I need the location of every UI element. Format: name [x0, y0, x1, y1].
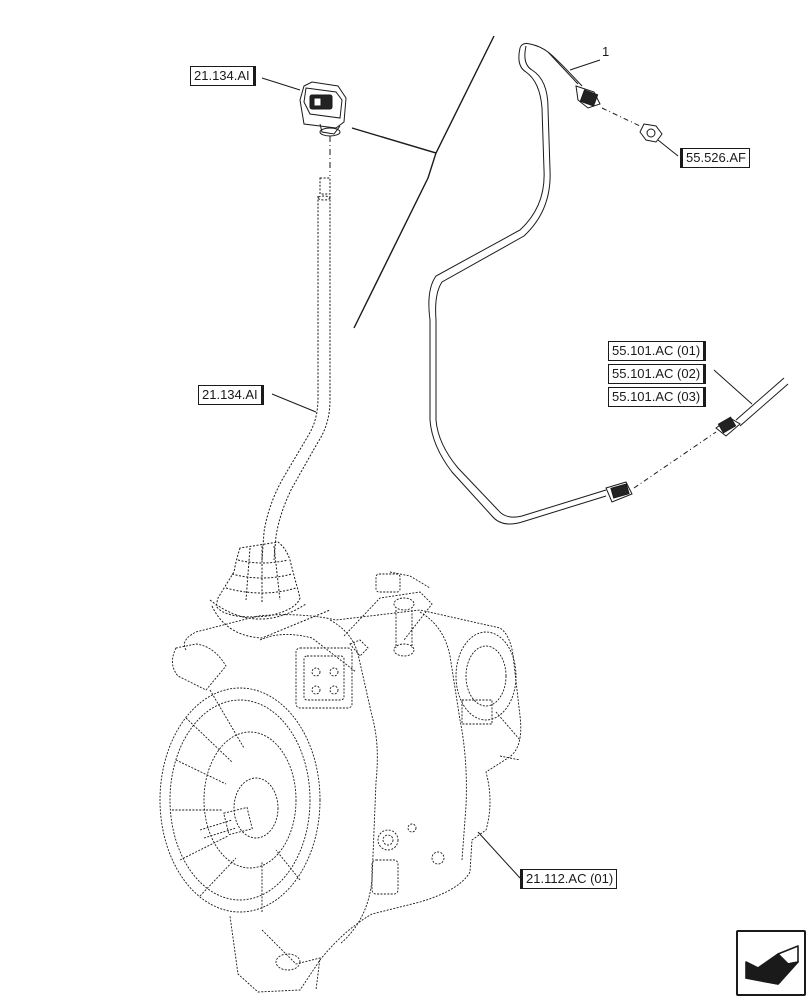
callout-55526af[interactable]: 55.526.AF	[680, 148, 750, 168]
callout-55101ac-02[interactable]: 55.101.AC (02)	[608, 364, 707, 384]
shift-lever	[261, 177, 331, 561]
callout-21134ai-lever[interactable]: 21.134.AI	[198, 385, 264, 405]
transmission-assembly	[159, 571, 522, 993]
item-number-1: 1	[602, 44, 610, 59]
callout-55101ac-03[interactable]: 55.101.AC (03)	[608, 387, 707, 407]
arrow-back-icon	[745, 945, 799, 985]
lever-boot	[209, 541, 331, 639]
leader-lines	[261, 59, 753, 879]
callout-21112ac-01[interactable]: 21.112.AC (01)	[520, 869, 618, 889]
callout-21134ai-top[interactable]: 21.134.AI	[190, 66, 256, 86]
shift-knob-switch	[299, 81, 347, 176]
callout-55101ac-01[interactable]: 55.101.AC (01)	[608, 341, 707, 361]
navigation-button[interactable]	[736, 930, 806, 996]
wiring-harness	[428, 43, 789, 525]
callout-group-55101ac: 55.101.AC (01) 55.101.AC (02) 55.101.AC …	[608, 341, 707, 407]
separator-line	[351, 35, 495, 329]
